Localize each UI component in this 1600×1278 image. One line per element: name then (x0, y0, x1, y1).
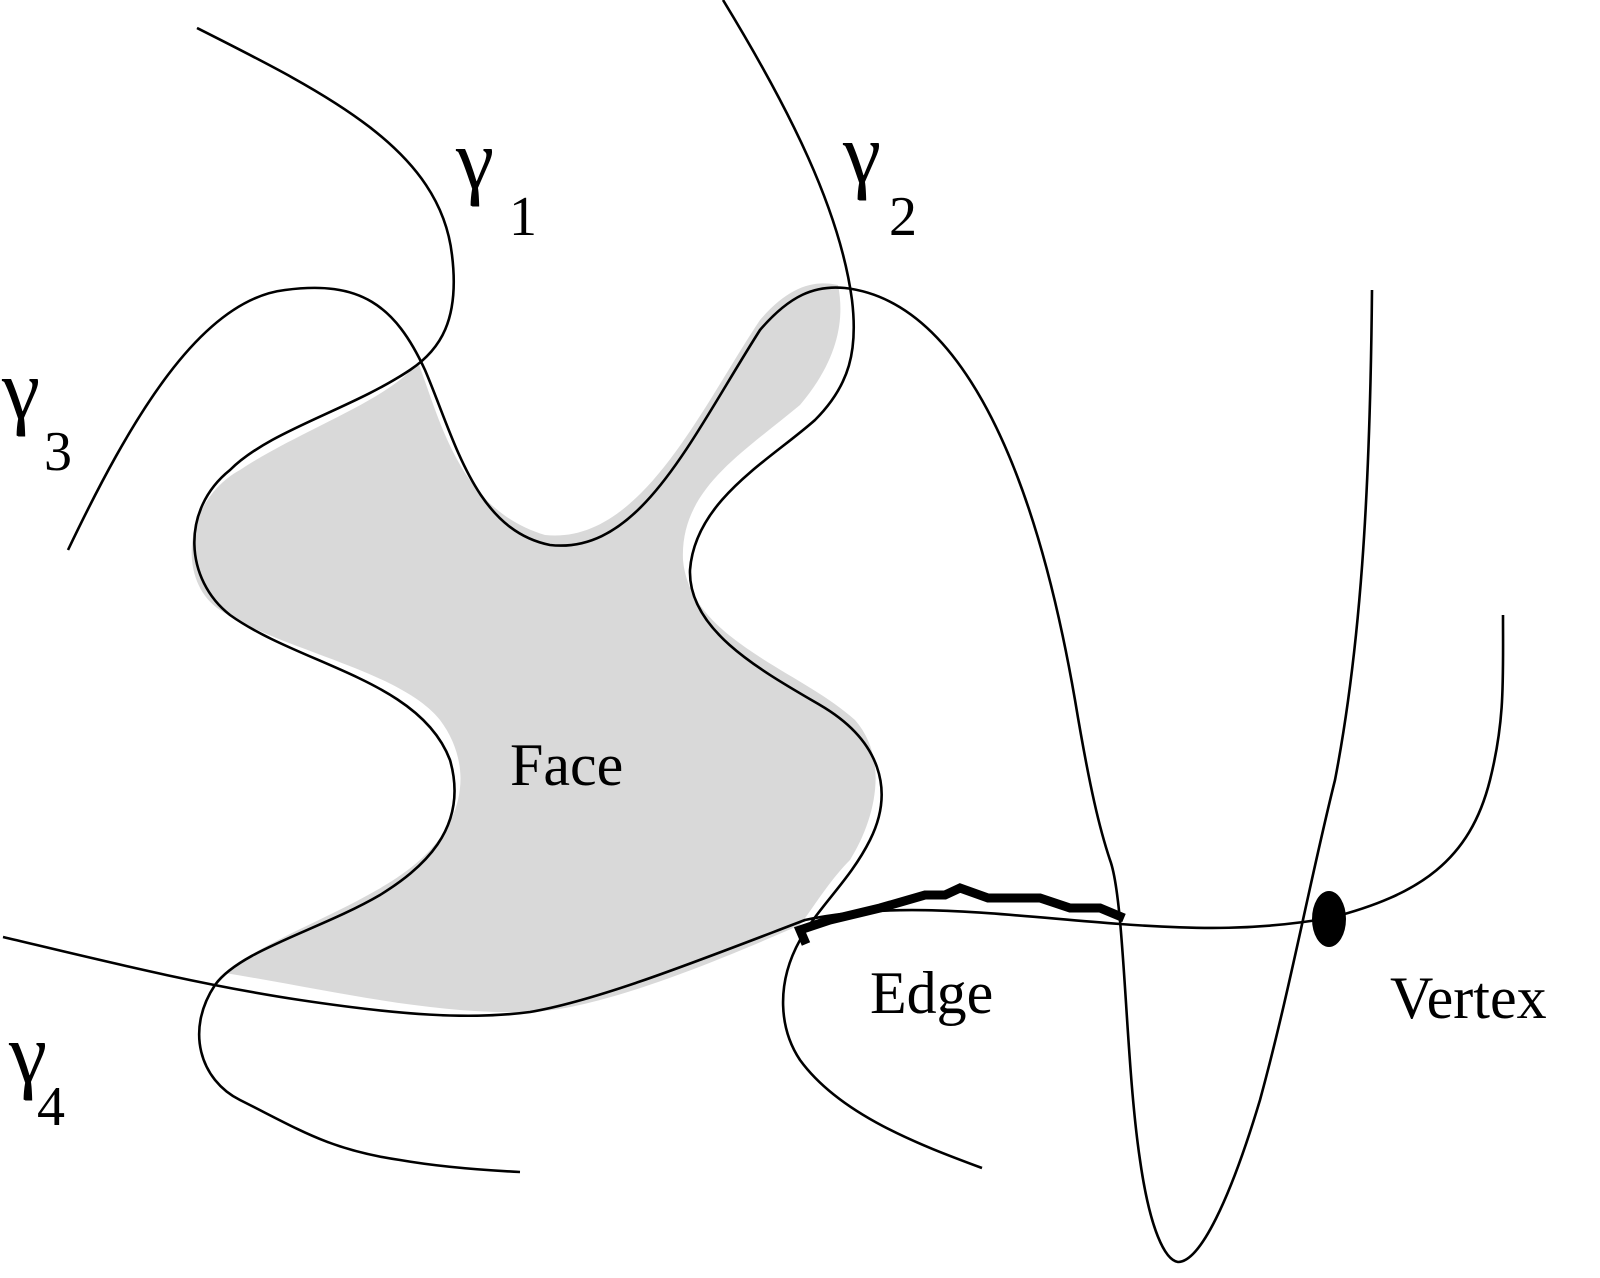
curve-gamma3 (66, 286, 1374, 1264)
gamma4-subscript: 4 (37, 1076, 65, 1138)
curve-gamma1 (193, 26, 521, 1174)
face-label: Face (510, 732, 623, 798)
curve-gamma2 (688, 0, 983, 1170)
vertex-label: Vertex (1390, 965, 1547, 1031)
gamma2-subscript: 2 (889, 186, 917, 248)
gamma3-subscript: 3 (44, 421, 72, 483)
gamma4-symbol: γ (8, 1005, 47, 1101)
gamma3-symbol: γ (1, 341, 40, 437)
gamma1-symbol: γ (455, 111, 494, 207)
gamma2-symbol: γ (842, 105, 881, 201)
edge-label: Edge (870, 960, 993, 1026)
edge-highlight (793, 883, 1126, 946)
vertex-point (1312, 891, 1346, 947)
face-region (191, 283, 876, 1013)
gamma1-subscript: 1 (509, 186, 537, 248)
